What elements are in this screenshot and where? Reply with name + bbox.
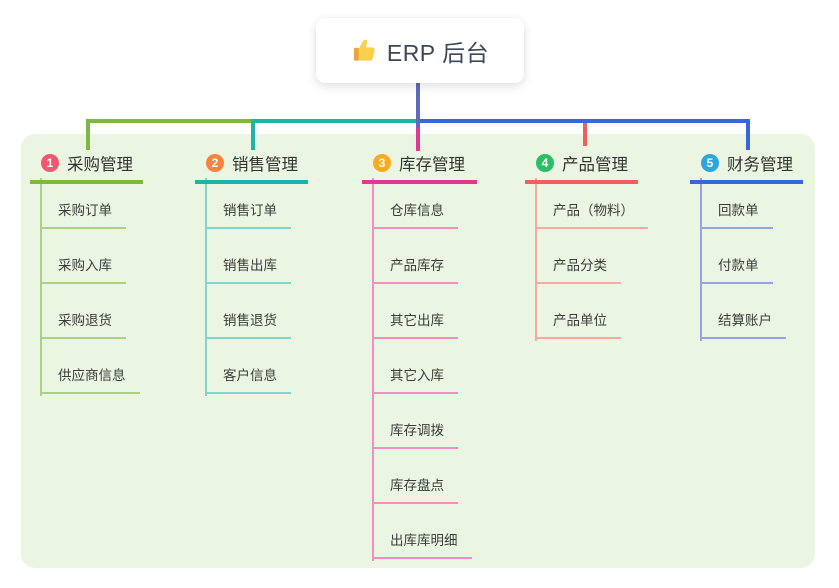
connector-drop-branch-2	[251, 119, 255, 150]
leaf-node[interactable]: 采购订单	[40, 201, 126, 229]
leaf-node[interactable]: 产品（物料）	[535, 201, 648, 229]
connector-drop-branch-1	[86, 119, 90, 150]
connector-rail-branch-1	[40, 178, 42, 396]
root-node-title: ERP 后台	[386, 39, 490, 66]
leaf-node[interactable]: 库存调拨	[372, 421, 458, 449]
connector-drop-branch-3	[416, 123, 420, 151]
leaf-node[interactable]: 采购退货	[40, 311, 126, 339]
branch-header-sales[interactable]: 2 销售管理	[195, 149, 308, 184]
leaf-node[interactable]: 产品库存	[372, 256, 458, 284]
leaf-node[interactable]: 仓库信息	[372, 201, 458, 229]
leaf-node[interactable]: 销售订单	[205, 201, 291, 229]
branch-header-product[interactable]: 4 产品管理	[525, 149, 638, 184]
branch-5-title: 财务管理	[727, 156, 793, 174]
branch-4-badge: 4	[536, 154, 554, 172]
leaf-node[interactable]: 销售退货	[205, 311, 291, 339]
connector-rail-branch-3	[372, 178, 374, 561]
branch-3-badge: 3	[373, 154, 391, 172]
leaf-node[interactable]: 供应商信息	[40, 366, 140, 394]
leaf-node[interactable]: 付款单	[700, 256, 773, 284]
connector-bus-branch-2	[251, 119, 418, 123]
connector-rail-branch-2	[205, 178, 207, 396]
branch-header-purchase[interactable]: 1 采购管理	[30, 149, 143, 184]
leaf-node[interactable]: 销售出库	[205, 256, 291, 284]
leaf-node[interactable]: 库存盘点	[372, 476, 458, 504]
branch-header-finance[interactable]: 5 财务管理	[690, 149, 803, 184]
leaf-node[interactable]: 结算账户	[700, 311, 786, 339]
leaf-node[interactable]: 回款单	[700, 201, 773, 229]
connector-drop-branch-5	[746, 119, 750, 150]
branch-2-badge: 2	[206, 154, 224, 172]
mindmap-canvas-panel	[21, 134, 815, 568]
branch-5-badge: 5	[701, 154, 719, 172]
connector-drop-branch-4	[583, 123, 587, 146]
branch-header-inventory[interactable]: 3 库存管理	[362, 149, 477, 184]
connector-bus-branch-5	[418, 119, 750, 123]
branch-4-title: 产品管理	[562, 156, 628, 174]
leaf-node[interactable]: 产品单位	[535, 311, 621, 339]
branch-2-title: 销售管理	[232, 156, 298, 174]
connector-bus-branch-1	[86, 119, 255, 123]
root-node[interactable]: ERP 后台	[316, 18, 524, 83]
connector-root-vertical	[416, 83, 420, 127]
connector-rail-branch-4	[535, 178, 537, 341]
branch-1-badge: 1	[41, 154, 59, 172]
leaf-node[interactable]: 采购入库	[40, 256, 126, 284]
leaf-node[interactable]: 产品分类	[535, 256, 621, 284]
leaf-node[interactable]: 其它入库	[372, 366, 458, 394]
leaf-node[interactable]: 出库库明细	[372, 531, 472, 559]
leaf-node[interactable]: 客户信息	[205, 366, 291, 394]
thumbs-up-icon	[351, 38, 377, 64]
leaf-node[interactable]: 其它出库	[372, 311, 458, 339]
branch-3-title: 库存管理	[399, 156, 465, 174]
branch-1-title: 采购管理	[67, 156, 133, 174]
connector-rail-branch-5	[700, 178, 702, 341]
